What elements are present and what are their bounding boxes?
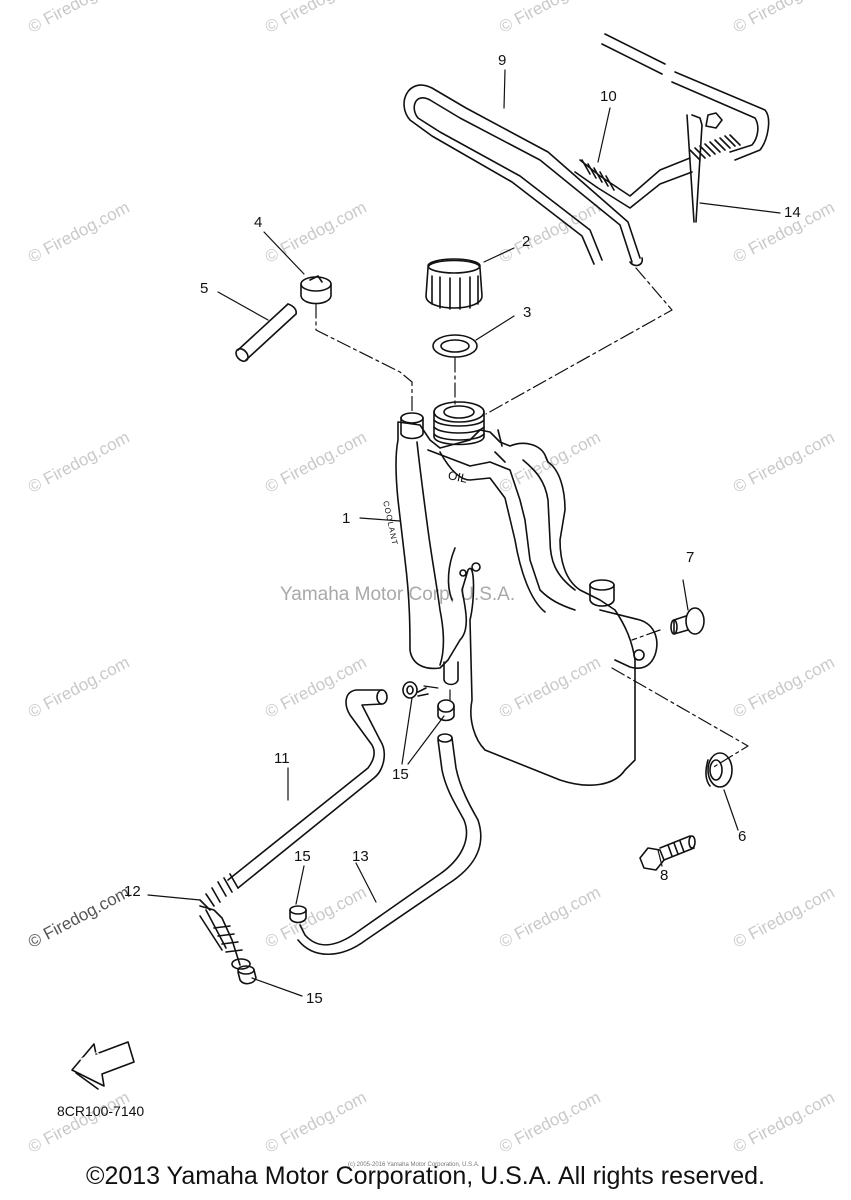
bolt-8 (639, 835, 696, 871)
clamp-15 (237, 681, 455, 985)
spring-clamp (581, 159, 615, 191)
callout-15: 15 (306, 990, 323, 1007)
fwd-arrow-icon (71, 1041, 135, 1090)
callout-9: 9 (498, 52, 507, 69)
hose-clip (601, 33, 770, 223)
callout-15: 15 (294, 848, 311, 865)
callout-13: 13 (352, 848, 369, 865)
tank (395, 401, 658, 786)
small-copyright: (c) 2005-2016 Yamaha Motor Corporation, … (348, 1162, 480, 1168)
callout-11: 11 (274, 750, 290, 767)
hose-13 (297, 733, 482, 956)
hose-11 (227, 689, 388, 889)
breather-hose (403, 84, 693, 267)
callout-1: 1 (342, 510, 351, 527)
gasket (432, 334, 478, 358)
callout-14: 14 (784, 204, 801, 221)
callout-5: 5 (200, 280, 209, 297)
callout-3: 3 (523, 304, 532, 321)
pin (235, 303, 297, 362)
callout-4: 4 (254, 214, 263, 231)
part-code: 8CR100-7140 (57, 1103, 145, 1119)
callout-2: 2 (522, 233, 531, 250)
callout-10: 10 (600, 88, 617, 105)
breather-cap (300, 275, 332, 305)
copyright-notice: ©2013 Yamaha Motor Corporation, U.S.A. A… (86, 1162, 765, 1190)
bolt-7 (670, 607, 705, 635)
filler-cap (425, 258, 483, 310)
grommet (705, 752, 733, 788)
spring-12 (199, 873, 251, 970)
callout-15: 15 (392, 766, 409, 783)
callout-7: 7 (686, 549, 695, 566)
callout-6: 6 (738, 828, 747, 845)
callout-8: 8 (660, 867, 669, 884)
center-watermark: Yamaha Motor Corp, U.S.A. (280, 584, 516, 605)
callout-12: 12 (124, 883, 141, 900)
